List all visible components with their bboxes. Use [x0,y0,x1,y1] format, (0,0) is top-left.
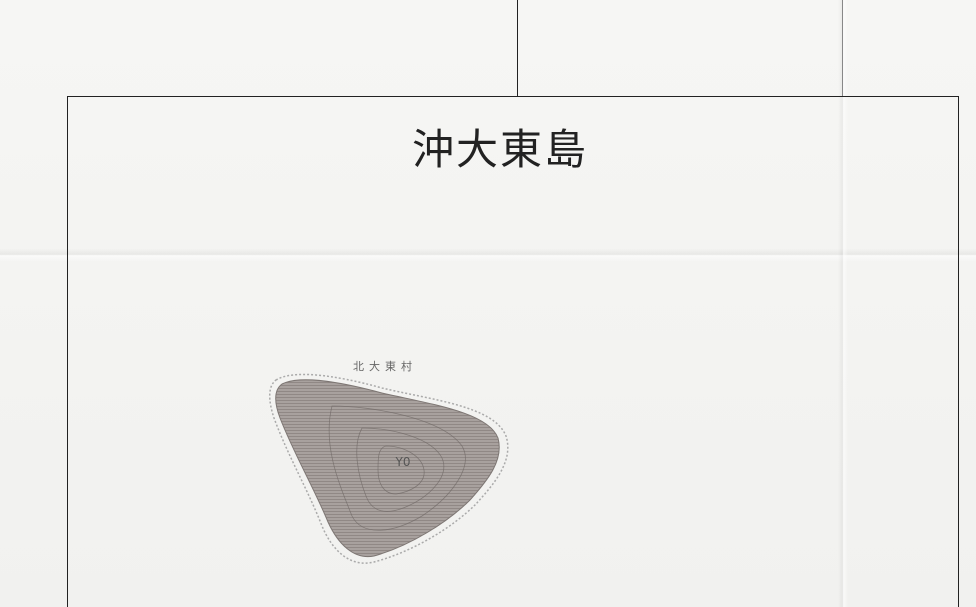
map-frame [67,96,959,607]
sheet-division-line [517,0,518,97]
paper-fold-vertical [838,0,848,607]
village-label: 北大東村 [353,360,417,373]
geologic-unit-label: Y0 [395,455,411,469]
sheet-division-line-right [842,0,843,97]
paper-fold-horizontal [0,248,976,262]
island-shape [269,373,509,564]
island-body [275,379,500,558]
map-title: 沖大東島 [411,125,588,174]
